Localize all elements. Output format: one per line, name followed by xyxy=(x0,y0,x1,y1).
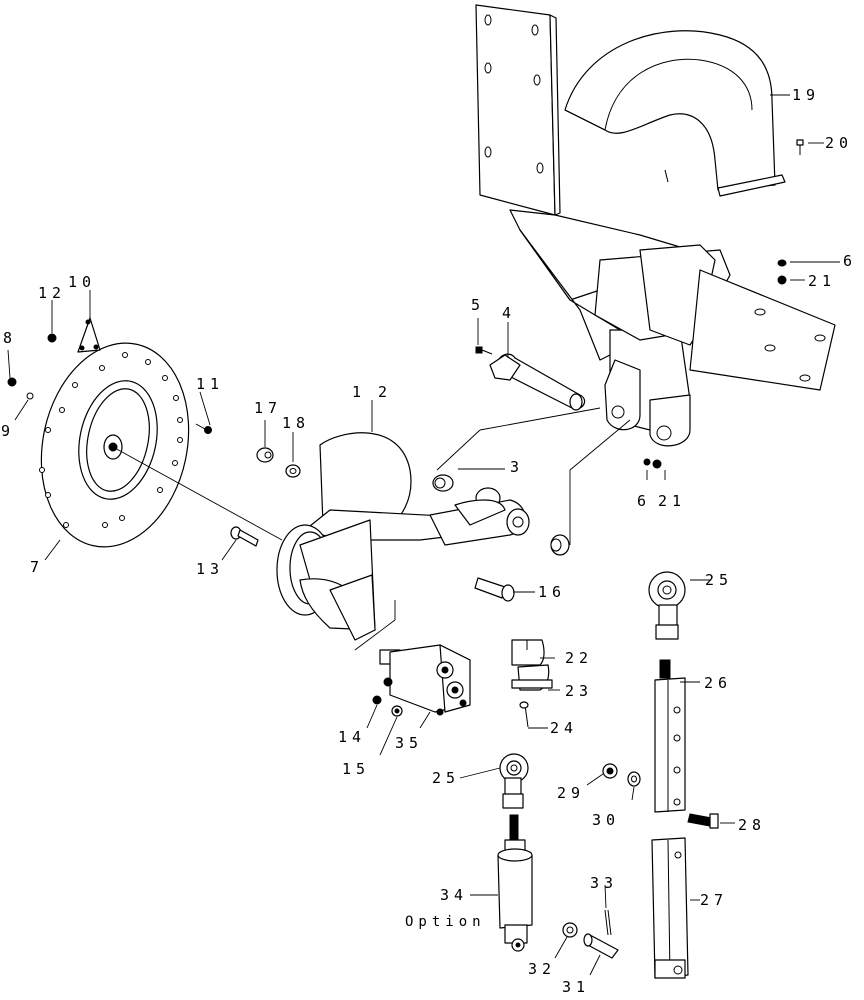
callout-15: 15 xyxy=(342,760,370,778)
hydraulic-cylinder xyxy=(497,814,533,952)
callout-16: 16 xyxy=(538,583,566,601)
guide-line-c xyxy=(569,419,631,471)
callout-9: 9 xyxy=(1,422,15,440)
callout-29: 29 xyxy=(557,784,585,802)
nut-15 xyxy=(391,705,403,717)
guide-line-a xyxy=(436,429,481,471)
callout-11: 11 xyxy=(196,375,224,393)
bolt-16 xyxy=(474,577,515,602)
axis-line xyxy=(112,446,283,541)
callout-6-lower: 6 xyxy=(637,492,651,510)
nut-21-upper xyxy=(777,275,787,285)
bolt-28 xyxy=(687,813,719,829)
callout-1: 1 xyxy=(352,383,366,401)
callout-20: 20 xyxy=(825,134,853,152)
link-arm xyxy=(429,487,530,546)
callout-17: 17 xyxy=(254,399,282,417)
pivot-pin xyxy=(489,353,586,411)
callout-32: 32 xyxy=(528,960,556,978)
washer-32 xyxy=(562,922,578,938)
bolt-20 xyxy=(796,139,804,155)
hydraulic-motor xyxy=(354,600,471,716)
nut-29 xyxy=(602,763,618,779)
callout-19: 19 xyxy=(792,86,820,104)
callout-35: 35 xyxy=(395,734,423,752)
disc-plate xyxy=(39,342,190,548)
washer-30 xyxy=(627,771,641,787)
callout-18: 18 xyxy=(282,414,310,432)
nut-17 xyxy=(256,447,274,463)
callout-24: 24 xyxy=(550,719,578,737)
callout-14: 14 xyxy=(338,728,366,746)
small-hardware xyxy=(7,333,212,434)
cotter-pin-33 xyxy=(604,909,612,936)
nut-21-lower xyxy=(652,459,662,469)
callout-21-lower: 21 xyxy=(658,492,686,510)
rod-end-lower xyxy=(499,753,529,809)
pin-31 xyxy=(583,933,619,959)
mounting-plate xyxy=(475,4,561,216)
callout-26: 26 xyxy=(704,674,732,692)
chute-cover xyxy=(564,30,786,197)
callout-23: 23 xyxy=(565,682,593,700)
screw-24 xyxy=(519,701,529,728)
adjust-tube-27 xyxy=(651,837,689,979)
nut-6-upper xyxy=(777,259,787,267)
callout-3: 3 xyxy=(510,458,524,476)
callout-10: 10 xyxy=(68,273,96,291)
washer-18 xyxy=(285,464,301,478)
frame-arm xyxy=(509,209,836,447)
callout-7: 7 xyxy=(30,558,44,576)
callout-6-upper: 6 xyxy=(843,252,857,270)
callout-33: 33 xyxy=(590,874,618,892)
callout-13: 13 xyxy=(196,560,224,578)
callout-21-upper: 21 xyxy=(808,272,836,290)
nut-14 xyxy=(372,695,382,705)
callout-25-lower: 25 xyxy=(432,769,460,787)
hose-clamp xyxy=(511,639,553,691)
motor-guide xyxy=(354,619,396,651)
callout-34: 34 xyxy=(440,886,468,904)
callout-28: 28 xyxy=(738,816,766,834)
callout-27: 27 xyxy=(700,891,728,909)
adjust-tube-26 xyxy=(654,677,686,813)
callout-25-upper: 25 xyxy=(705,571,733,589)
rod-end-upper xyxy=(648,571,686,679)
callout-22: 22 xyxy=(565,649,593,667)
option-note: Option xyxy=(405,914,486,930)
bushing-upper xyxy=(432,474,454,492)
callout-2: 2 xyxy=(378,383,392,401)
callout-5: 5 xyxy=(471,296,485,314)
leader-lines xyxy=(7,94,840,976)
bolt-5 xyxy=(475,346,493,355)
callout-31: 31 xyxy=(562,978,590,996)
bracket-10 xyxy=(77,317,101,353)
callout-4: 4 xyxy=(502,304,516,322)
nut-6-lower xyxy=(643,458,651,466)
callout-8: 8 xyxy=(3,329,17,347)
bushing-lower xyxy=(550,534,570,556)
guide-line-b xyxy=(479,407,601,431)
bolt-13 xyxy=(230,526,259,547)
callout-12: 12 xyxy=(38,284,66,302)
callout-30: 30 xyxy=(592,811,620,829)
